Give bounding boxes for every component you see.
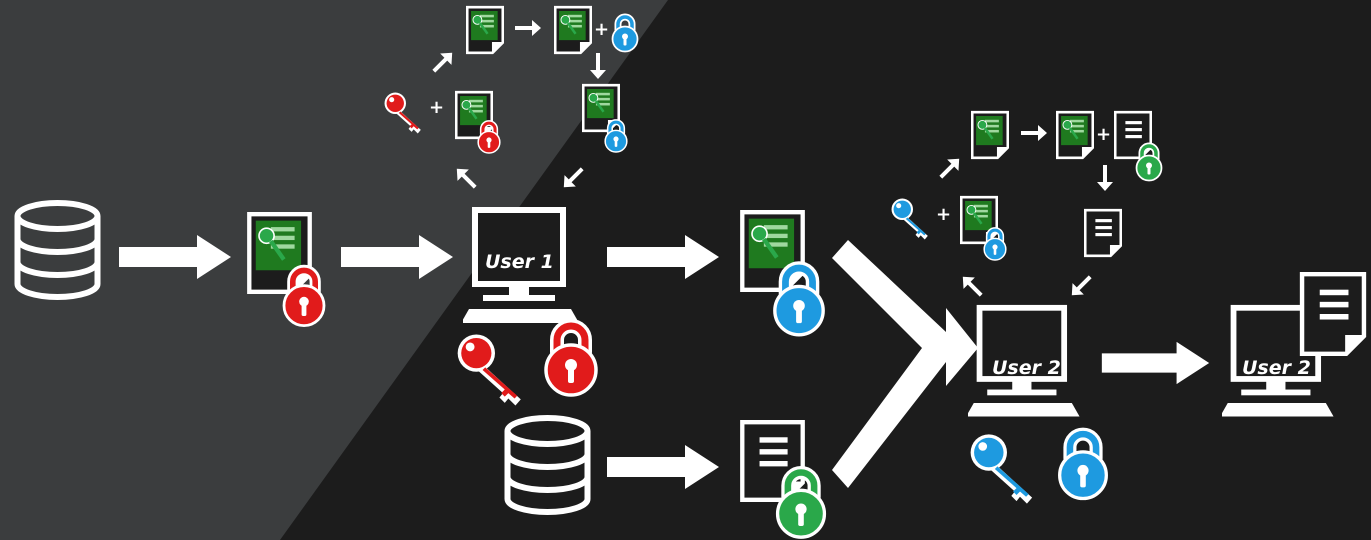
background-left-panel bbox=[0, 0, 668, 540]
user1-computer: User 1 bbox=[461, 210, 579, 323]
user2-final-label: User 2 bbox=[1242, 357, 1311, 379]
user2-decryption-cycle: + + bbox=[891, 110, 1162, 301]
user1-reencryption-cycle: + + bbox=[384, 5, 638, 193]
document-icon bbox=[466, 5, 504, 55]
merge-arrow-icon bbox=[832, 240, 978, 488]
document-icon bbox=[1084, 208, 1122, 258]
document-icon bbox=[554, 5, 592, 55]
user2-computer: User 2 bbox=[966, 308, 1079, 417]
document-icon bbox=[1056, 110, 1094, 160]
decrypted-document-icon bbox=[1302, 274, 1364, 354]
plus-icon: + bbox=[429, 97, 444, 118]
document-icon bbox=[249, 214, 309, 292]
user2-label: User 2 bbox=[992, 357, 1061, 379]
plus-icon: + bbox=[594, 19, 609, 40]
user2-final-computer: User 2 bbox=[1220, 274, 1364, 416]
user1-label: User 1 bbox=[485, 251, 554, 273]
plus-icon: + bbox=[1096, 124, 1111, 145]
document-icon bbox=[742, 212, 802, 290]
document-icon bbox=[971, 110, 1009, 160]
plus-icon: + bbox=[936, 204, 951, 225]
